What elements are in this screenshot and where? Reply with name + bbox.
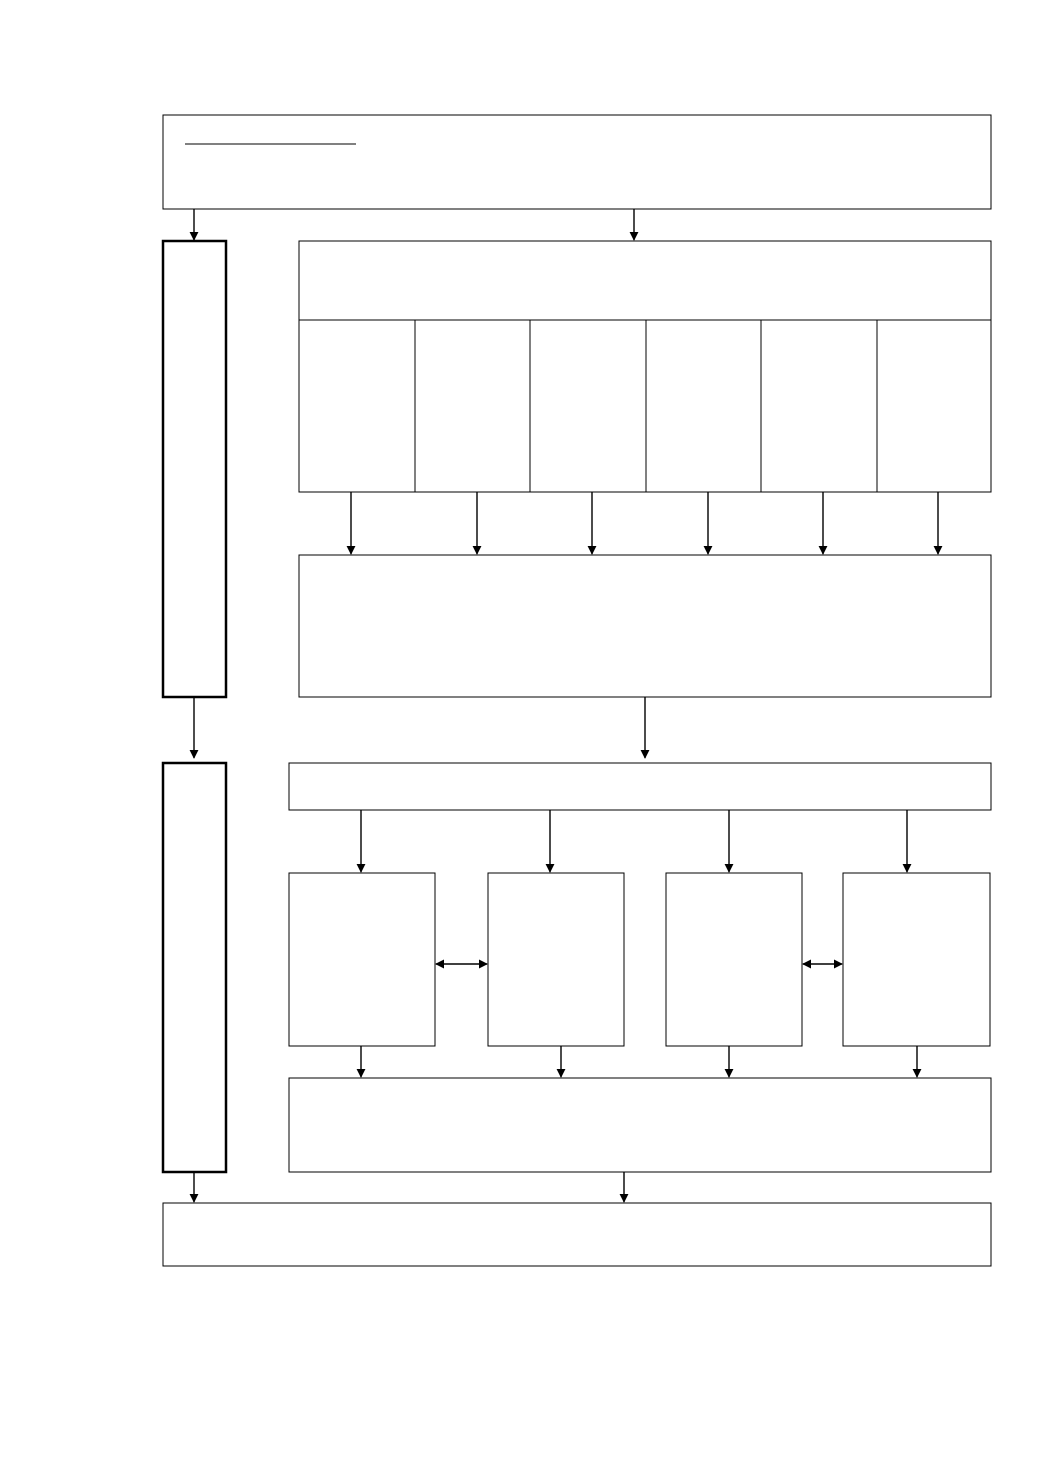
lower-box-3 — [665, 872, 803, 1047]
lower-box-4 — [842, 872, 991, 1047]
left-side-box-upper — [161, 239, 228, 699]
upper-group-header-box — [298, 240, 992, 321]
left-side-box-lower — [161, 761, 228, 1174]
lower-box-1 — [288, 872, 436, 1047]
column-box-3 — [529, 319, 647, 493]
column-box-5 — [760, 319, 878, 493]
lower-box-2 — [487, 872, 625, 1047]
upper-collector-box — [298, 554, 992, 698]
column-box-6 — [876, 319, 992, 493]
column-box-4 — [645, 319, 762, 493]
lower-bar-box — [288, 762, 992, 811]
bottom-box — [162, 1202, 992, 1267]
column-box-1 — [298, 319, 416, 493]
lower-collector-box — [288, 1077, 992, 1173]
column-box-2 — [414, 319, 531, 493]
top-header-box — [162, 114, 992, 210]
